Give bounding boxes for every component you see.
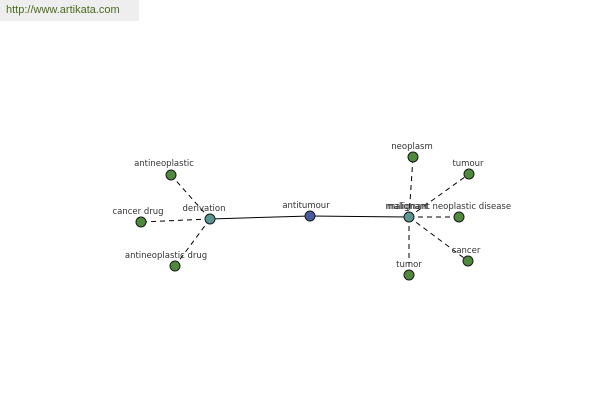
- node-cancer-drug[interactable]: [135, 216, 147, 228]
- node-label-antineoplastic-drug[interactable]: antineoplastic drug: [125, 251, 207, 261]
- node-antineoplastic[interactable]: [165, 169, 177, 181]
- node-malignant[interactable]: [403, 211, 415, 223]
- edge-malignant-to-tumour: [408, 173, 470, 218]
- node-antineoplastic-drug[interactable]: [169, 260, 181, 272]
- node-label-antineoplastic[interactable]: antineoplastic: [134, 159, 194, 169]
- source-url-link[interactable]: http://www.artikata.com: [0, 0, 139, 21]
- edge-malignant-to-cancer: [408, 216, 469, 262]
- node-derivation[interactable]: [204, 213, 216, 225]
- node-cancer[interactable]: [462, 255, 474, 267]
- node-label-antitumour[interactable]: antitumour: [282, 201, 330, 211]
- edge-antitumour-to-derivation: [209, 215, 311, 220]
- labels-layer: antitumour derivation malignant antineoplas…: [112, 142, 511, 270]
- edges-layer: [140, 156, 470, 275]
- edge-malignant-to-neoplasm: [408, 156, 414, 218]
- edge-antitumour-to-malignant: [309, 215, 410, 218]
- node-neoplasm[interactable]: [407, 151, 419, 163]
- node-tumour[interactable]: [463, 168, 475, 180]
- edge-derivation-to-cancer-drug: [140, 218, 211, 223]
- node-label-derivation[interactable]: derivation: [182, 204, 225, 214]
- node-label-malignant[interactable]: malignant: [386, 202, 430, 212]
- edge-derivation-to-antineoplastic-drug: [174, 218, 211, 267]
- node-antitumour[interactable]: [304, 210, 316, 222]
- node-label-tumour[interactable]: tumour: [452, 159, 484, 169]
- node-label-malignant-neoplastic-disease[interactable]: malignant neoplastic disease: [387, 202, 511, 212]
- node-tumor[interactable]: [403, 269, 415, 281]
- node-label-cancer[interactable]: cancer: [452, 246, 481, 256]
- node-label-cancer-drug[interactable]: cancer drug: [112, 207, 163, 217]
- node-malignant-neoplastic-disease[interactable]: [453, 211, 465, 223]
- edge-derivation-to-antineoplastic: [170, 174, 211, 220]
- nodes-layer: [135, 151, 475, 281]
- node-label-tumor[interactable]: tumor: [396, 260, 422, 270]
- node-label-neoplasm[interactable]: neoplasm: [391, 142, 433, 152]
